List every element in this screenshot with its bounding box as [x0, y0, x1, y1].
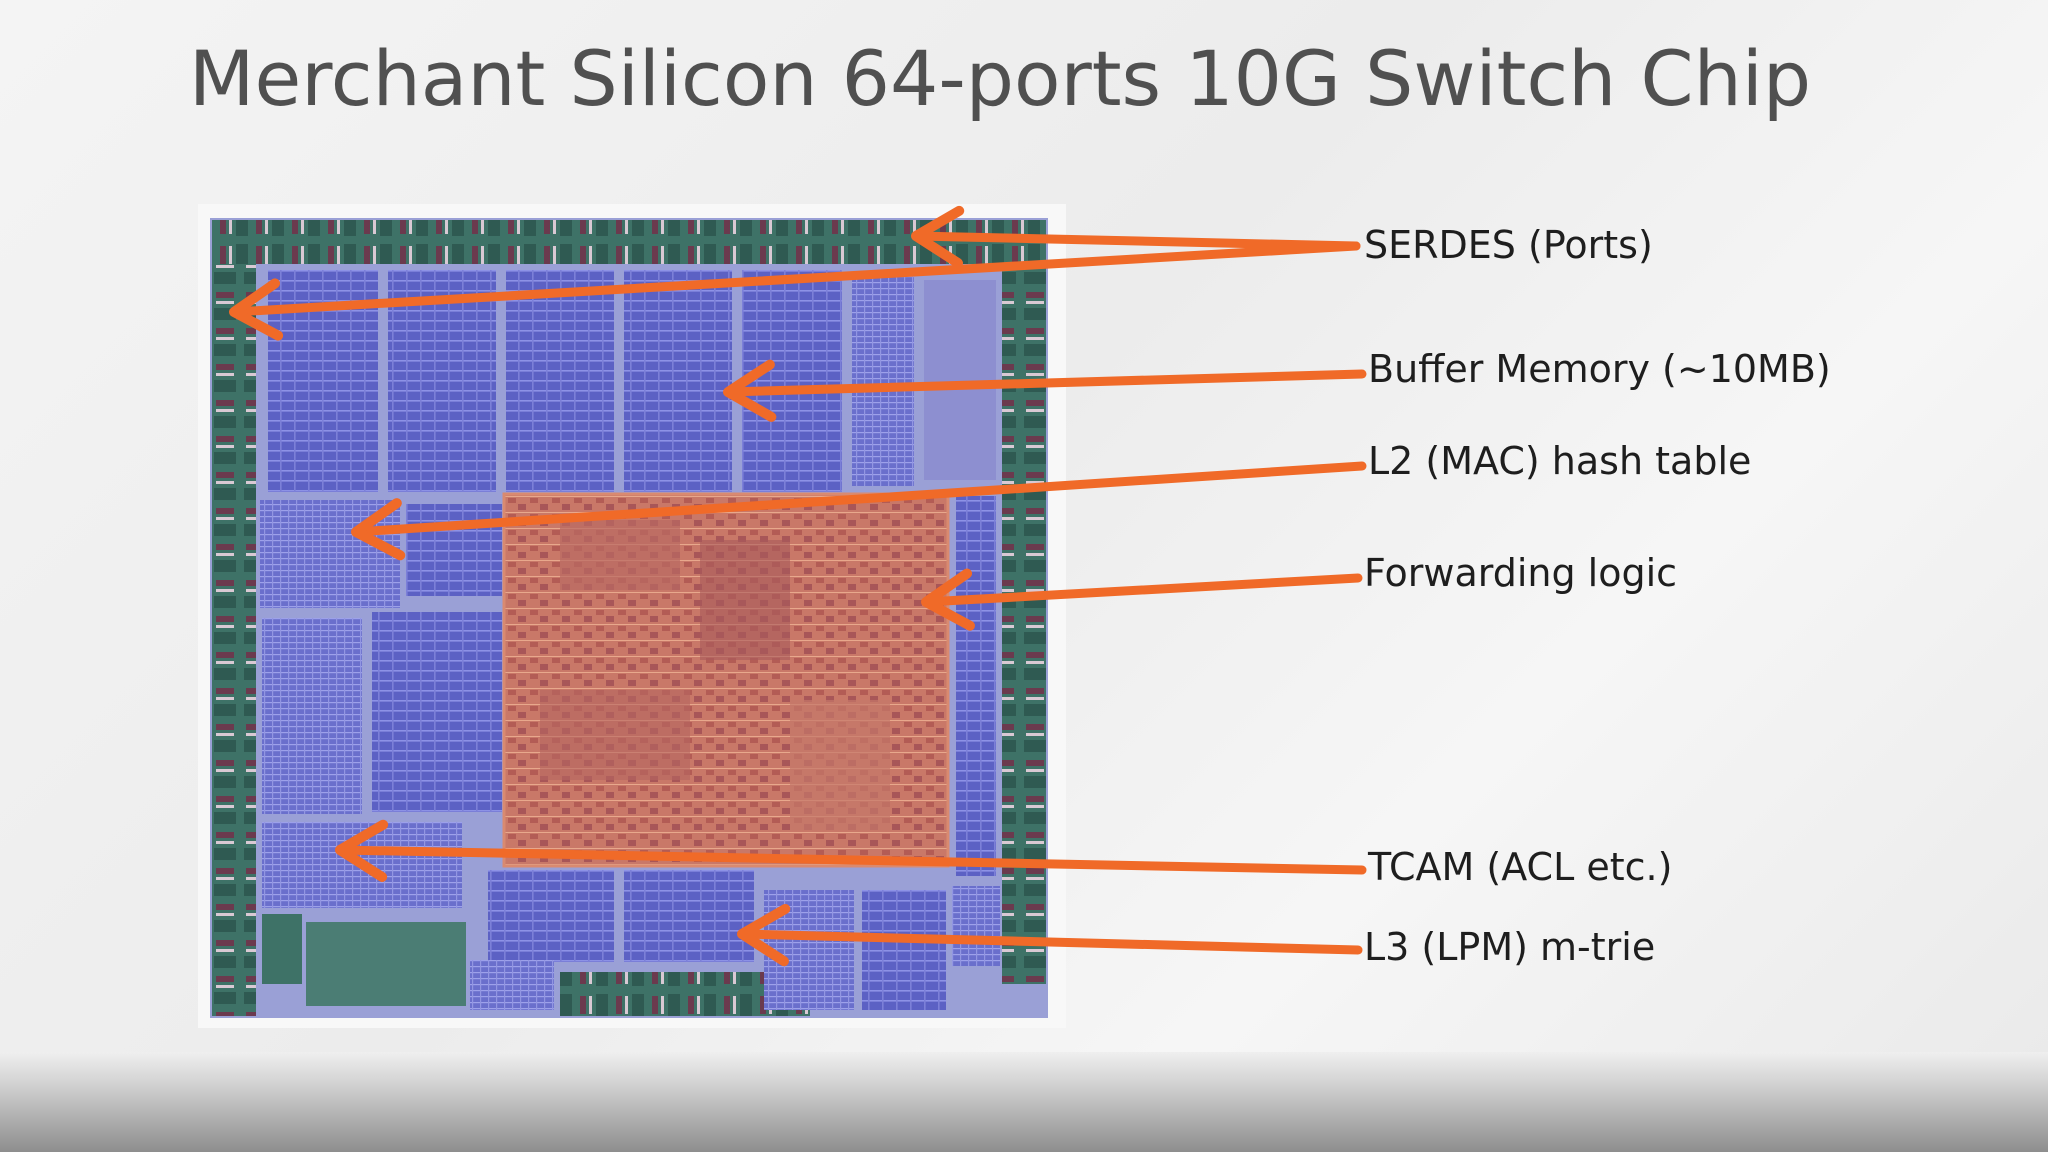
serdes-ring-left: [212, 264, 256, 1016]
serdes-ring-right: [1002, 264, 1046, 984]
callout-arrow-serdes-1: [229, 241, 1361, 341]
callout-arrow-fwd-0: [921, 568, 1363, 631]
callout-label-l3: L3 (LPM) m-trie: [1364, 925, 1656, 969]
serdes-ring-top: [212, 220, 1046, 264]
callout-label-serdes: SERDES (Ports): [1364, 223, 1653, 267]
slide-title: Merchant Silicon 64-ports 10G Switch Chi…: [188, 34, 1812, 123]
callout-arrow-buffer-0: [723, 359, 1367, 422]
buffer-memory-blocks: [268, 270, 996, 492]
callout-label-fwd: Forwarding logic: [1364, 551, 1678, 595]
footer-band: [0, 1052, 2048, 1152]
callout-arrow-l3-0: [737, 903, 1363, 967]
callout-arrow-tcam-0: [335, 819, 1367, 882]
callout-label-l2: L2 (MAC) hash table: [1368, 439, 1752, 483]
chip-die-image: [198, 204, 1066, 1028]
callout-arrow-l2-0: [351, 461, 1367, 561]
callout-label-tcam: TCAM (ACL etc.): [1368, 845, 1673, 889]
l3-trie-block: [488, 870, 614, 962]
callout-arrow-serdes-0: [911, 205, 1361, 269]
callout-label-buffer: Buffer Memory (~10MB): [1368, 347, 1831, 391]
arrow-layer: [229, 205, 1367, 967]
